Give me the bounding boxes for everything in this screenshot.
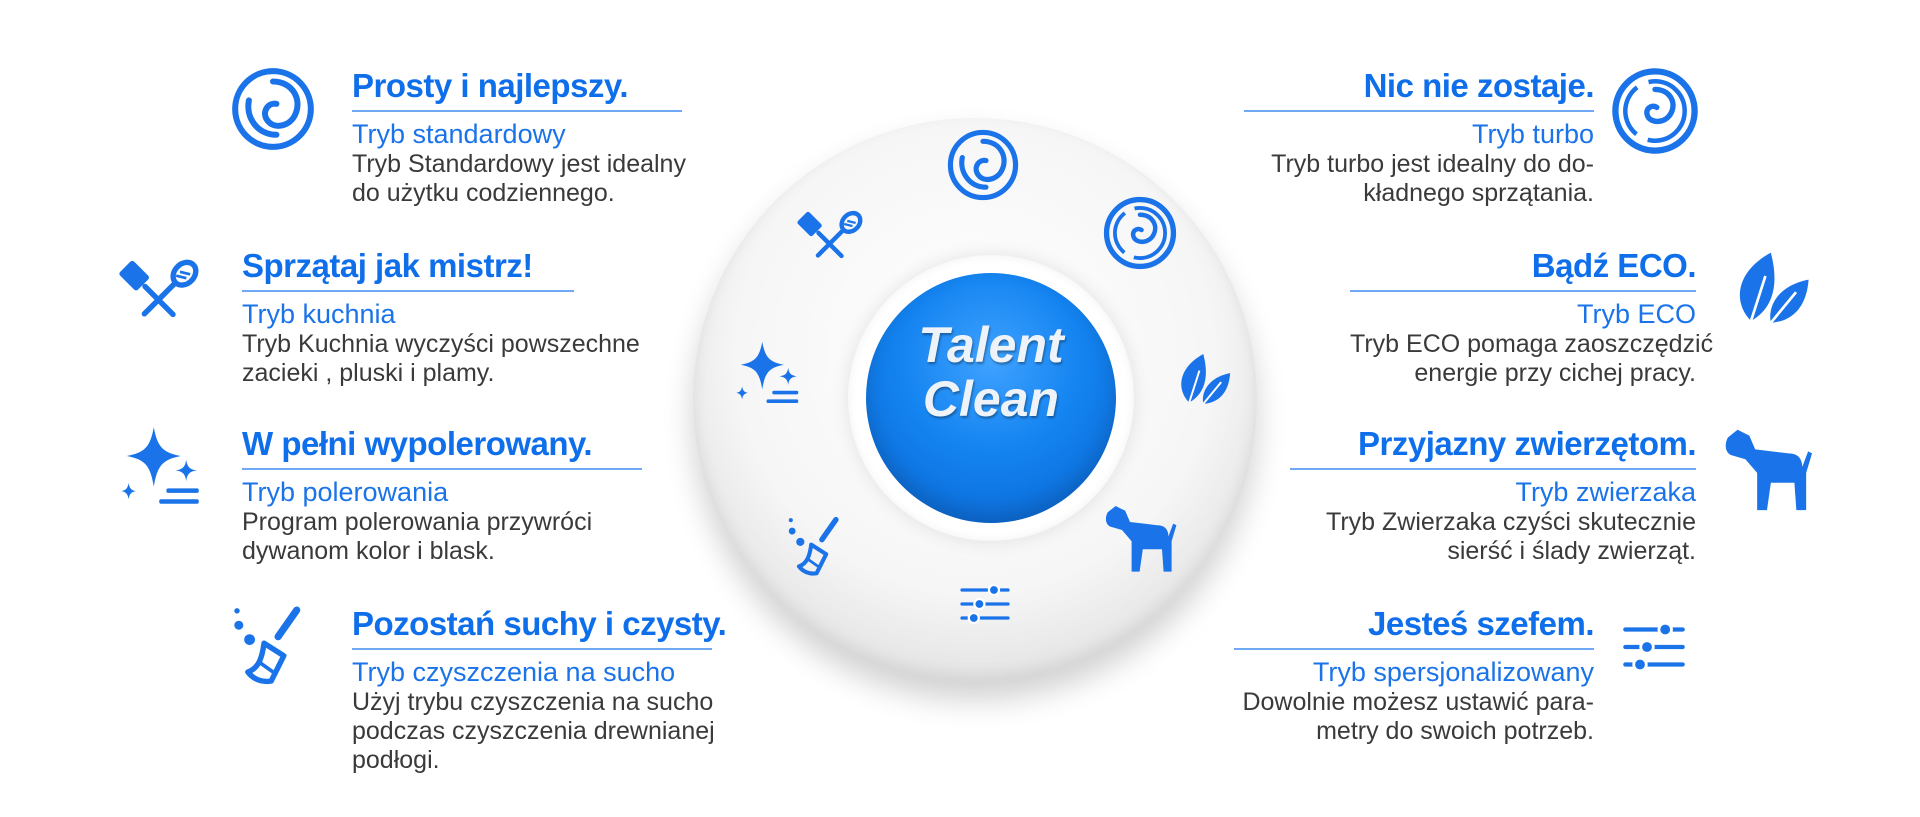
feature-desc-line: Użyj trybu czyszczenia na sucho xyxy=(352,688,714,716)
feature-mode: Tryb spersjonalizowany xyxy=(1312,657,1594,687)
feature-desc-line: podczas czyszczenia drewnianej xyxy=(352,717,715,745)
brand-line-1: Talent xyxy=(918,317,1064,373)
feature-desc-line: zacieki , pluski i plamy. xyxy=(242,359,495,387)
feature-mode: Tryb czyszczenia na sucho xyxy=(352,657,676,687)
feature-desc-line: energie przy cichej pracy. xyxy=(1414,359,1696,387)
title-divider xyxy=(1244,110,1594,112)
feature-eco: Bądź ECO. Tryb ECO Tryb ECO pomaga zaosz… xyxy=(1350,246,1714,388)
feature-desc-line: Tryb Standardowy jest idealny xyxy=(352,150,686,178)
feature-mode: Tryb kuchnia xyxy=(242,299,396,329)
title-divider xyxy=(1290,468,1696,470)
feature-desc-line: Tryb ECO pomaga zaoszczędzić xyxy=(1350,330,1714,358)
feature-title: Nic nie zostaje. xyxy=(1363,67,1595,104)
kitchen-tools-icon xyxy=(114,244,204,334)
feature-turbo: Nic nie zostaje. Tryb turbo Tryb turbo j… xyxy=(1244,66,1595,208)
feature-desc-line: Tryb Zwierzaka czyści skutecznie xyxy=(1326,508,1696,536)
feature-desc-line: sierść i ślady zwierząt. xyxy=(1447,537,1696,565)
title-divider xyxy=(242,290,574,292)
feature-mode: Tryb polerowania xyxy=(242,477,449,507)
feature-kitchen: Sprzątaj jak mistrz! Tryb kuchnia Tryb K… xyxy=(242,246,640,388)
title-divider xyxy=(1234,648,1594,650)
dog-icon xyxy=(1716,420,1814,518)
ring-sparkle-icon xyxy=(732,336,804,408)
ring-sliders-icon xyxy=(950,576,1020,632)
feature-desc-line: do użytku codziennego. xyxy=(352,179,615,207)
feature-desc-line: Program polerowania przywróci xyxy=(242,508,593,536)
feature-desc-line: metry do swoich potrzeb. xyxy=(1316,717,1594,745)
feature-pet: Przyjazny zwierzętom. Tryb zwierzaka Try… xyxy=(1290,424,1697,566)
feature-desc-line: podłogi. xyxy=(352,746,440,774)
feature-desc-line: Tryb turbo jest idealny do do- xyxy=(1271,150,1594,178)
feature-title: Pozostań suchy i czysty. xyxy=(352,605,727,642)
feature-mode: Tryb standardowy xyxy=(352,119,566,149)
feature-mode: Tryb ECO xyxy=(1576,299,1696,329)
title-divider xyxy=(242,468,642,470)
feature-mode: Tryb turbo xyxy=(1471,119,1594,149)
title-divider xyxy=(352,110,682,112)
feature-standard: Prosty i najlepszy. Tryb standardowy Try… xyxy=(352,66,686,208)
ring-dog-icon xyxy=(1098,498,1178,578)
ring-swirl-icon xyxy=(946,128,1020,202)
feature-title: W pełni wypolerowany. xyxy=(242,425,593,462)
title-divider xyxy=(352,648,712,650)
ring-kitchen-tools-icon xyxy=(793,198,867,272)
feature-title: Sprzątaj jak mistrz! xyxy=(242,247,533,284)
sliders-icon xyxy=(1612,612,1696,682)
broom-icon xyxy=(228,600,318,690)
brand-logo-text: Talent Clean xyxy=(866,318,1116,426)
feature-title: Prosty i najlepszy. xyxy=(352,67,629,104)
feature-polishing: W pełni wypolerowany. Tryb polerowania P… xyxy=(242,424,642,566)
swirl-icon xyxy=(230,66,316,152)
ring-broom-icon xyxy=(784,512,852,580)
feature-desc-line: kładnego sprzątania. xyxy=(1363,179,1594,207)
ring-leaf-icon xyxy=(1170,345,1234,409)
feature-desc-line: Dowolnie możesz ustawić para- xyxy=(1242,688,1594,716)
sparkle-icon xyxy=(116,420,206,510)
brand-line-2: Clean xyxy=(922,371,1060,427)
ring-turbo-swirl-icon xyxy=(1102,195,1178,271)
turbo-swirl-icon xyxy=(1610,66,1700,156)
feature-title: Przyjazny zwierzętom. xyxy=(1358,425,1696,462)
leaf-icon xyxy=(1724,240,1814,330)
feature-custom: Jesteś szefem. Tryb spersjonalizowany Do… xyxy=(1234,604,1595,746)
feature-dry-cleaning: Pozostań suchy i czysty. Tryb czyszczeni… xyxy=(352,604,727,775)
feature-mode: Tryb zwierzaka xyxy=(1515,477,1696,507)
feature-desc-line: Tryb Kuchnia wyczyści powszechne xyxy=(242,330,640,358)
feature-title: Jesteś szefem. xyxy=(1368,605,1594,642)
feature-desc-line: dywanom kolor i blask. xyxy=(242,537,495,565)
brand-badge xyxy=(866,273,1116,523)
title-divider xyxy=(1350,290,1696,292)
feature-title: Bądź ECO. xyxy=(1531,247,1697,284)
